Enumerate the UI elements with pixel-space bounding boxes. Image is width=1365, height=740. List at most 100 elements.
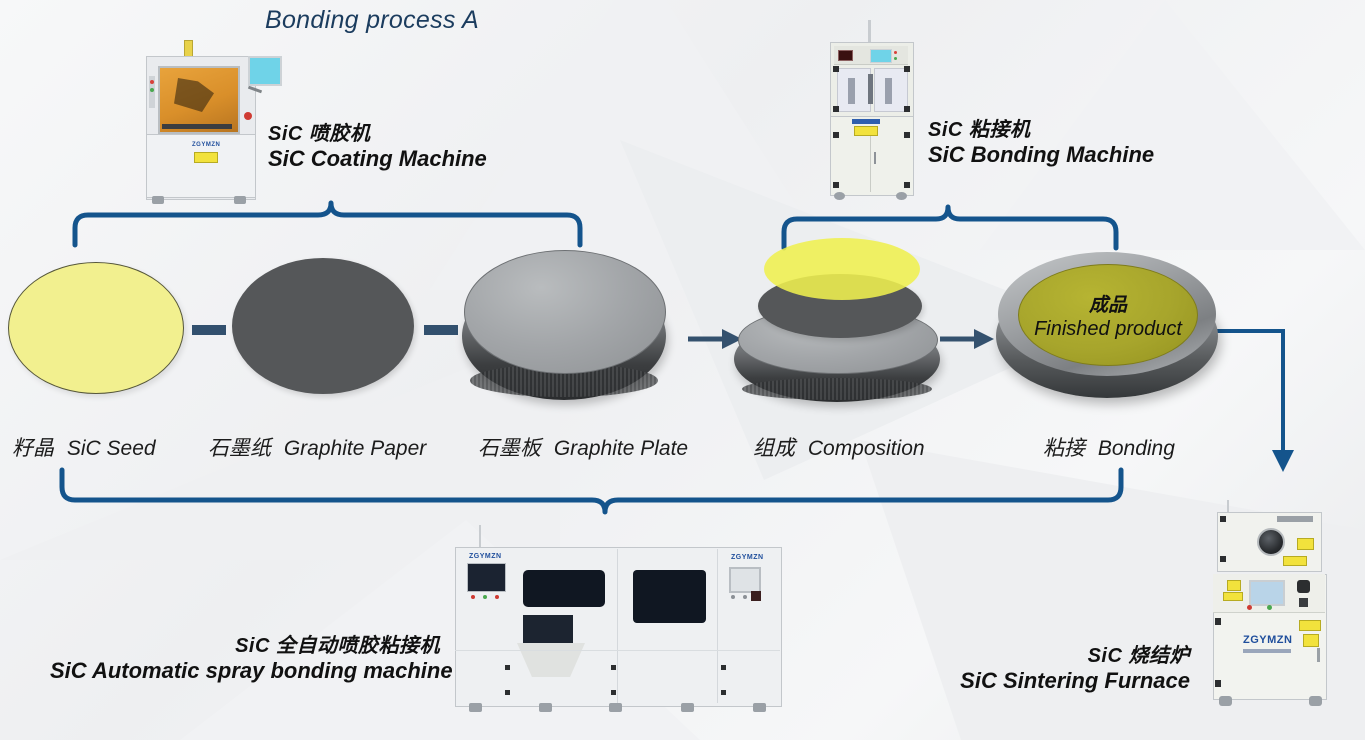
warning-label: [1227, 580, 1241, 591]
machine-label-cn: SiC 全自动喷胶粘接机: [235, 635, 440, 657]
corner-bolt: [904, 66, 910, 72]
machine-label-en: SiC Automatic spray bonding machine: [50, 658, 453, 684]
corner-bolt: [1215, 618, 1221, 625]
aux-button: [1299, 598, 1308, 607]
step-label-en: Composition: [807, 437, 925, 460]
status-led: [483, 595, 487, 599]
emergency-stop-button: [751, 591, 761, 601]
indicator-strip: [149, 76, 155, 108]
press-cylinder-right: [885, 78, 892, 104]
arrow-composition-to-bonding: [940, 329, 994, 349]
status-led: [743, 595, 747, 599]
machine-label-en: SiC Coating Machine: [268, 146, 487, 172]
cabinet-door-divider: [870, 136, 871, 192]
center-post: [868, 74, 873, 104]
status-led: [894, 57, 897, 60]
machine-label-en: SiC Sintering Furnace: [960, 668, 1190, 694]
graphite-paper-disc: [232, 258, 414, 394]
corner-bolt: [721, 690, 726, 695]
loading-bay: [523, 615, 573, 645]
brand-label-left: ZGYMZN: [469, 553, 502, 560]
step-composition: [732, 238, 942, 408]
window-base-bar: [162, 124, 232, 129]
status-led: [894, 51, 897, 54]
finished-product-label-en: Finished product: [1034, 317, 1182, 340]
warning-label: [1283, 556, 1307, 566]
caster: [234, 196, 246, 204]
warning-label: [1303, 634, 1319, 647]
step-label-cn: 石墨纸: [208, 437, 271, 460]
corner-bolt: [904, 106, 910, 112]
machine-sintering-furnace: ZGYMZN: [1205, 500, 1365, 735]
machine-label-cn: SiC 喷胶机: [268, 123, 371, 145]
lower-cabinet: [146, 134, 256, 198]
step-label-en: Graphite Plate: [553, 437, 689, 460]
step-label-bonding: 粘接 Bonding: [1043, 432, 1175, 462]
status-led: [495, 595, 499, 599]
caster: [753, 703, 766, 712]
viewing-window-right: [633, 570, 706, 623]
step-label-cn: 籽晶: [12, 437, 54, 460]
step-label-en: Graphite Paper: [283, 437, 427, 460]
caster: [896, 192, 907, 200]
corner-bolt: [1220, 556, 1226, 562]
chamber-port: [1257, 528, 1285, 556]
corner-bolt: [611, 665, 616, 670]
caster: [469, 703, 482, 712]
caster: [539, 703, 552, 712]
page-title: Bonding process A: [265, 6, 480, 34]
step-label-en: SiC Seed: [66, 437, 156, 460]
caster: [681, 703, 694, 712]
emergency-stop-button: [244, 112, 252, 120]
caster: [1309, 696, 1322, 706]
status-led: [471, 595, 475, 599]
brand-subtitle: [1243, 649, 1291, 653]
corner-bolt: [833, 106, 839, 112]
hmi-screen: [248, 56, 282, 86]
machine-label-bonding-machine: SiC 粘接机 SiC Bonding Machine: [928, 118, 1154, 169]
brand-strip: [852, 119, 880, 124]
step-label-sic-seed: 籽晶 SiC Seed: [12, 432, 156, 462]
corner-bolt: [833, 182, 839, 188]
sic-seed-disc: [8, 262, 184, 394]
machine-label-automatic-spray-bonding-machine: SiC 全自动喷胶粘接机 SiC Automatic spray bonding…: [50, 634, 453, 685]
step-graphite-paper: [232, 258, 414, 394]
corner-bolt: [611, 690, 616, 695]
display-panel-left: [467, 563, 506, 592]
composition-seed-layer: [764, 238, 920, 300]
step-label-graphite-paper: 石墨纸 Graphite Paper: [208, 432, 426, 462]
caster: [834, 192, 845, 200]
warning-label: [1223, 592, 1243, 601]
chamber-icon-strip: [1277, 516, 1313, 522]
status-led: [150, 80, 154, 84]
step-bonding: 成品 Finished product: [996, 252, 1218, 400]
viewing-window-left: [523, 570, 605, 607]
press-cylinder-left: [848, 78, 855, 104]
brand-label: ZGYMZN: [192, 142, 221, 148]
corner-bolt: [505, 690, 510, 695]
antenna-mast: [868, 20, 871, 44]
corner-bolt: [833, 132, 839, 138]
panel-seam: [717, 549, 718, 703]
corner-bolt: [1215, 680, 1221, 687]
machine-coating-machine: ZGYMZN: [140, 40, 282, 208]
machine-bonding-machine: [822, 20, 932, 200]
step-label-cn: 粘接: [1043, 437, 1085, 460]
step-sic-seed: [8, 262, 184, 394]
digital-readout: [838, 50, 853, 61]
panel-seam: [455, 650, 780, 651]
caster: [609, 703, 622, 712]
corner-bolt: [505, 665, 510, 670]
machine-label-cn: SiC 烧结炉: [1087, 645, 1190, 667]
status-led: [731, 595, 735, 599]
machine-automatic-spray-bonding-machine: ZGYMZN ZGYMZN: [455, 525, 782, 712]
brand-label: ZGYMZN: [1243, 634, 1293, 646]
hmi-screen: [870, 49, 892, 63]
corner-bolt: [904, 132, 910, 138]
brand-label-right: ZGYMZN: [731, 554, 764, 561]
panel-seam: [617, 549, 618, 703]
caster: [1219, 696, 1232, 706]
warning-label: [854, 126, 878, 136]
step-label-cn: 组成: [753, 437, 795, 460]
